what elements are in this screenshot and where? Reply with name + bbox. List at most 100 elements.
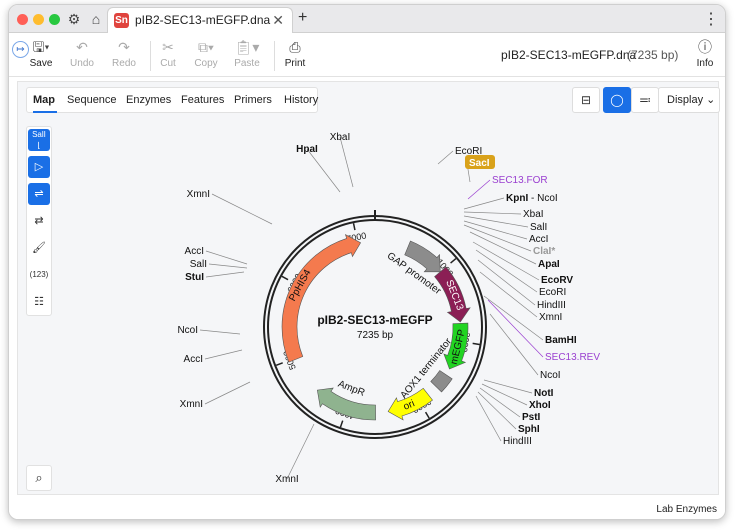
tab-primers[interactable]: Primers: [234, 94, 272, 106]
site-label[interactable]: SEC13.REV: [545, 352, 600, 363]
site-label[interactable]: PstI: [522, 412, 541, 423]
redo-button[interactable]: ↷ Redo: [102, 37, 146, 69]
primer-site[interactable]: SEC13.FOR: [467, 175, 548, 200]
feature-ori[interactable]: ori: [387, 387, 433, 421]
tab-features[interactable]: Features: [181, 94, 225, 106]
restriction-site[interactable]: SphI: [477, 391, 540, 435]
close-tab-icon[interactable]: ✕: [272, 12, 284, 28]
zoom-window-button[interactable]: [49, 14, 60, 25]
print-button[interactable]: ⎙ Print: [273, 37, 317, 69]
feature-arrow[interactable]: [443, 322, 469, 370]
site-label[interactable]: AccI: [184, 354, 203, 365]
restriction-site[interactable]: EcoRI: [437, 146, 482, 165]
site-label[interactable]: XmnI: [275, 474, 298, 485]
feature-aox1-terminator[interactable]: AOX1 terminator: [399, 336, 455, 401]
restriction-site[interactable]: AccI: [185, 246, 248, 265]
site-label[interactable]: ClaI*: [533, 246, 555, 257]
primer-site[interactable]: SEC13.REV: [487, 299, 600, 363]
restriction-site[interactable]: NcoI: [177, 325, 241, 336]
tab-map[interactable]: Map: [33, 94, 55, 106]
gear-icon[interactable]: ⚙: [67, 11, 81, 27]
restriction-site[interactable]: SalI: [190, 259, 248, 270]
copy-button[interactable]: ⧉▾ Copy: [184, 37, 228, 69]
feature-pphis4[interactable]: PpHIS4: [281, 233, 362, 363]
site-label[interactable]: EcoRI: [539, 287, 566, 298]
restriction-site[interactable]: XmnI: [187, 189, 273, 225]
feature-arrow[interactable]: [316, 387, 376, 421]
restriction-site[interactable]: BamHI: [483, 295, 577, 346]
site-label[interactable]: EcoRV: [541, 275, 573, 286]
feature-arrow[interactable]: [430, 370, 453, 393]
restriction-site[interactable]: XmnI: [275, 423, 315, 485]
document-tab[interactable]: Sn pIB2-SEC13-mEGFP.dna ✕: [107, 7, 293, 33]
tab-sequence[interactable]: Sequence: [67, 94, 117, 106]
feature-tool-icon[interactable]: ▷: [28, 156, 50, 178]
site-label[interactable]: StuI: [185, 272, 204, 283]
sequence-view-button[interactable]: ≕: [631, 87, 659, 113]
site-label[interactable]: EcoRI: [455, 146, 482, 157]
site-label[interactable]: SEC13.FOR: [492, 175, 548, 186]
feature-megfp[interactable]: mEGFP: [443, 322, 469, 370]
display-dropdown[interactable]: Display ⌄: [658, 87, 720, 113]
restriction-site[interactable]: ClaI*: [463, 224, 555, 257]
feature-arrow[interactable]: [434, 266, 471, 323]
site-label[interactable]: BamHI: [545, 335, 577, 346]
site-label[interactable]: XmnI: [539, 312, 562, 323]
sidebar-toggle-icon[interactable]: ↦: [12, 41, 29, 58]
numbers-tool-button[interactable]: (123): [29, 270, 49, 279]
feature-gap-promoter[interactable]: GAP promoter: [385, 240, 444, 297]
feature-arrow[interactable]: [281, 233, 362, 363]
minimize-window-button[interactable]: [33, 14, 44, 25]
orf-tool-icon[interactable]: ⇄: [34, 215, 44, 227]
site-label[interactable]: XmnI: [180, 399, 203, 410]
restriction-site[interactable]: StuI: [185, 271, 245, 283]
site-label[interactable]: XhoI: [529, 400, 551, 411]
site-label[interactable]: HindIII: [503, 436, 532, 447]
circular-view-button[interactable]: ◯: [603, 87, 631, 113]
site-label[interactable]: AccI: [185, 246, 204, 257]
brush-icon[interactable]: 🖌︎: [32, 242, 46, 254]
site-label[interactable]: HindIII: [537, 300, 566, 311]
site-label[interactable]: NcoI: [177, 325, 198, 336]
restriction-site[interactable]: ApaI: [469, 231, 560, 270]
home-icon[interactable]: ⌂: [91, 11, 101, 27]
site-label[interactable]: HpaI: [296, 144, 318, 155]
primer-tool-icon[interactable]: ⇌: [28, 183, 50, 205]
feature-arrow[interactable]: [387, 387, 433, 421]
paste-button[interactable]: 📋︎▾ Paste: [225, 37, 269, 69]
restriction-site[interactable]: HindIII: [477, 259, 566, 311]
site-label[interactable]: XbaI: [523, 209, 544, 220]
undo-button[interactable]: ↶ Undo: [60, 37, 104, 69]
info-button[interactable]: ⓘ Info: [683, 37, 725, 69]
site-label[interactable]: SalI: [530, 222, 547, 233]
restriction-site[interactable]: EcoRI: [475, 249, 566, 298]
site-label[interactable]: ApaI: [538, 259, 560, 270]
close-window-button[interactable]: [17, 14, 28, 25]
site-label[interactable]: SacI: [469, 158, 490, 169]
restriction-site[interactable]: XhoI: [481, 383, 551, 411]
feature-arrow[interactable]: [404, 240, 441, 273]
restriction-site[interactable]: AccI: [463, 220, 548, 245]
restriction-site[interactable]: EcoRV: [472, 241, 573, 286]
site-label[interactable]: AccI: [529, 234, 548, 245]
enzyme-tool-button[interactable]: SalI⌊: [28, 129, 50, 151]
site-label[interactable]: NcoI: [540, 370, 561, 381]
tab-enzymes[interactable]: Enzymes: [126, 94, 172, 106]
restriction-site[interactable]: NotI: [483, 379, 554, 399]
site-label[interactable]: XbaI: [330, 132, 351, 143]
new-tab-icon[interactable]: +: [298, 9, 308, 26]
site-label[interactable]: SalI: [190, 259, 207, 270]
restriction-site[interactable]: XbaI: [330, 132, 354, 188]
restriction-site[interactable]: SalI: [463, 215, 547, 233]
restriction-site[interactable]: SacI: [465, 155, 495, 183]
feature-ampr[interactable]: AmpR: [316, 379, 376, 421]
tab-history[interactable]: History: [284, 94, 319, 106]
restriction-site[interactable]: KpnI - NcoI: [463, 193, 558, 210]
linear-view-button[interactable]: ⊟: [572, 87, 600, 113]
site-label[interactable]: NotI: [534, 388, 554, 399]
restriction-site[interactable]: XbaI: [463, 209, 544, 220]
feature-sec13[interactable]: SEC13: [434, 266, 471, 323]
save-button[interactable]: 🖫▾ Save: [19, 37, 63, 69]
more-menu-icon[interactable]: ⋮: [703, 11, 719, 28]
enzyme-set-label[interactable]: Lab Enzymes: [656, 504, 717, 515]
